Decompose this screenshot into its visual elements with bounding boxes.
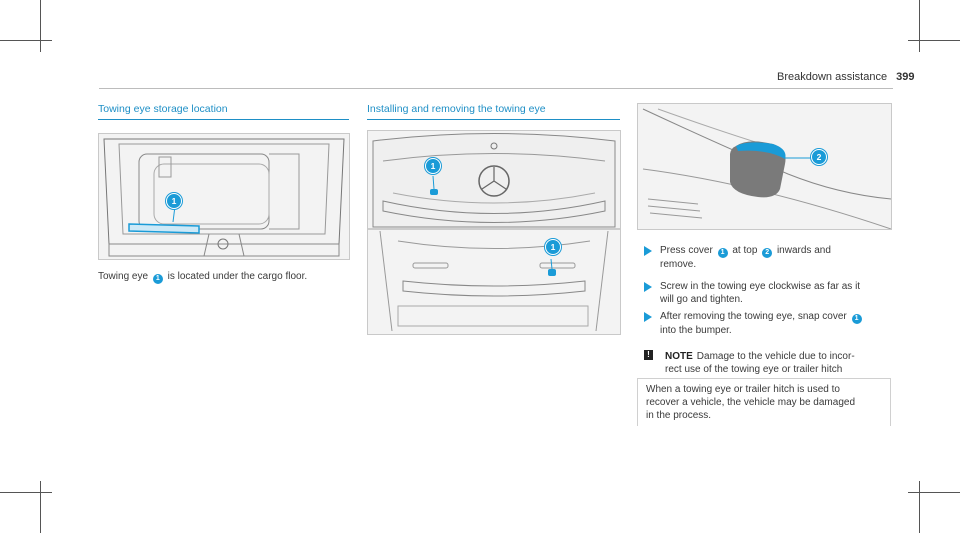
note-text: recover a vehicle, the vehicle may be da… [646, 397, 856, 408]
note-text: rect use of the towing eye or trailer hi… [665, 364, 843, 375]
warning-icon: ! [644, 350, 653, 360]
note-text: When a towing eye or trailer hitch is us… [646, 384, 840, 395]
crop-mark [40, 481, 41, 533]
step-text: inwards and [776, 245, 831, 256]
crop-mark [0, 492, 52, 493]
crop-mark [919, 481, 920, 533]
caption-text: is located under the cargo floor. [167, 271, 308, 282]
callout-ref-1: 1 [851, 314, 862, 324]
step-text: at top [732, 245, 758, 256]
callout-1-left: 1 [166, 193, 182, 209]
title-underline [367, 119, 620, 120]
section-title-storage: Towing eye storage location [98, 103, 228, 115]
running-header: Breakdown assistance 399 [777, 71, 914, 83]
section-title-install: Installing and removing the towing eye [367, 103, 546, 115]
step-text: into the bumper. [660, 325, 732, 336]
cargo-floor-figure [98, 133, 350, 260]
step-arrow-icon [644, 282, 652, 292]
callout-1-top: 1 [425, 158, 441, 174]
crop-mark [919, 0, 920, 52]
step-1: Press cover 1 at top 2 inwards and remov… [660, 244, 890, 271]
front-bumper-figure [367, 130, 621, 335]
section-name: Breakdown assistance [777, 71, 888, 83]
step-text: remove. [660, 259, 697, 270]
note-border [637, 378, 638, 426]
header-rule [99, 88, 893, 89]
note-label: NOTE [665, 351, 693, 362]
callout-ref-1: 1 [152, 274, 163, 284]
cover-detail-figure [637, 103, 892, 230]
step-arrow-icon [644, 312, 652, 322]
note-body: When a towing eye or trailer hitch is us… [646, 383, 888, 422]
step-text: will go and tighten. [660, 294, 743, 305]
step-3: After removing the towing eye, snap cove… [660, 310, 890, 337]
callout-ref-1: 1 [717, 248, 728, 258]
callout-2-cover: 2 [811, 149, 827, 165]
note-text: Damage to the vehicle due to incor- [696, 351, 855, 362]
caption-text: Towing eye [98, 271, 149, 282]
note-text: in the process. [646, 410, 712, 421]
step-text: Press cover [660, 245, 713, 256]
front-bumper-illustration [368, 131, 620, 334]
cargo-floor-illustration [99, 134, 349, 259]
crop-mark [40, 0, 41, 52]
callout-1-bottom: 1 [545, 239, 561, 255]
step-arrow-icon [644, 246, 652, 256]
step-text: After removing the towing eye, snap cove… [660, 311, 847, 322]
page-number: 399 [896, 71, 915, 83]
cover-detail-illustration [638, 104, 891, 229]
storage-caption: Towing eye 1 is located under the cargo … [98, 270, 353, 284]
step-text: Screw in the towing eye clockwise as far… [660, 281, 861, 292]
crop-mark [908, 492, 960, 493]
step-2: Screw in the towing eye clockwise as far… [660, 280, 890, 306]
title-underline [98, 119, 349, 120]
crop-mark [0, 40, 52, 41]
crop-mark [908, 40, 960, 41]
note-border [890, 378, 891, 426]
note-divider [637, 378, 891, 379]
callout-ref-2: 2 [762, 248, 773, 258]
